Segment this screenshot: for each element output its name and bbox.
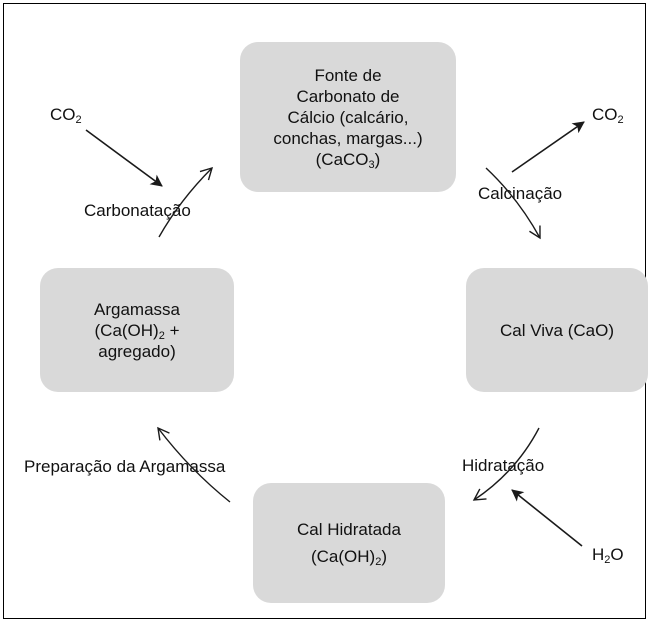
h2o-input-label: H2O	[592, 545, 624, 566]
co2-release-arrow	[511, 121, 585, 173]
process-carbonation-label: Carbonatação	[84, 201, 191, 220]
co2-absorb-arrow	[85, 129, 163, 187]
node-mortar: Argamassa (Ca(OH)2 + agregado)	[40, 268, 234, 392]
hydrated-lime-line-1: Cal Hidratada	[297, 520, 401, 539]
process-hydration-label: Hidratação	[462, 456, 545, 475]
node-calcium-carbonate-source: Fonte de Carbonato de Cálcio (calcário, …	[240, 42, 456, 192]
hydrated-lime-formula: (Ca(OH)2)	[310, 547, 387, 568]
source-line-1: Fonte de	[314, 65, 382, 85]
source-line-4: conchas, margas...)	[273, 128, 423, 148]
water-input-arrow	[511, 489, 583, 547]
mortar-line-1: Argamassa	[94, 299, 180, 319]
calcination-arrow	[485, 167, 541, 240]
mortar-line-3: agregado)	[98, 341, 176, 361]
source-line-2: Carbonato de	[296, 86, 400, 106]
co2-output-label: CO2	[592, 105, 624, 126]
co2-input-label: CO2	[50, 105, 82, 126]
source-line-3: Cálcio (calcário,	[287, 107, 409, 127]
quicklime-label: Cal Viva (CaO)	[500, 320, 614, 340]
source-formula: (CaCO3)	[315, 149, 381, 171]
node-hydrated-lime: Cal Hidratada (Ca(OH)2)	[253, 483, 445, 603]
node-quicklime: Cal Viva (CaO)	[466, 268, 648, 392]
process-calcination-label: Calcinação	[478, 184, 563, 203]
mortar-formula: (Ca(OH)2 +	[94, 320, 180, 342]
hydration-arrow	[472, 427, 540, 501]
mortar-preparation-arrow	[157, 426, 231, 503]
carbonation-arrow	[158, 166, 214, 238]
process-mortar-preparation-label: Preparação da Argamassa	[24, 457, 226, 476]
